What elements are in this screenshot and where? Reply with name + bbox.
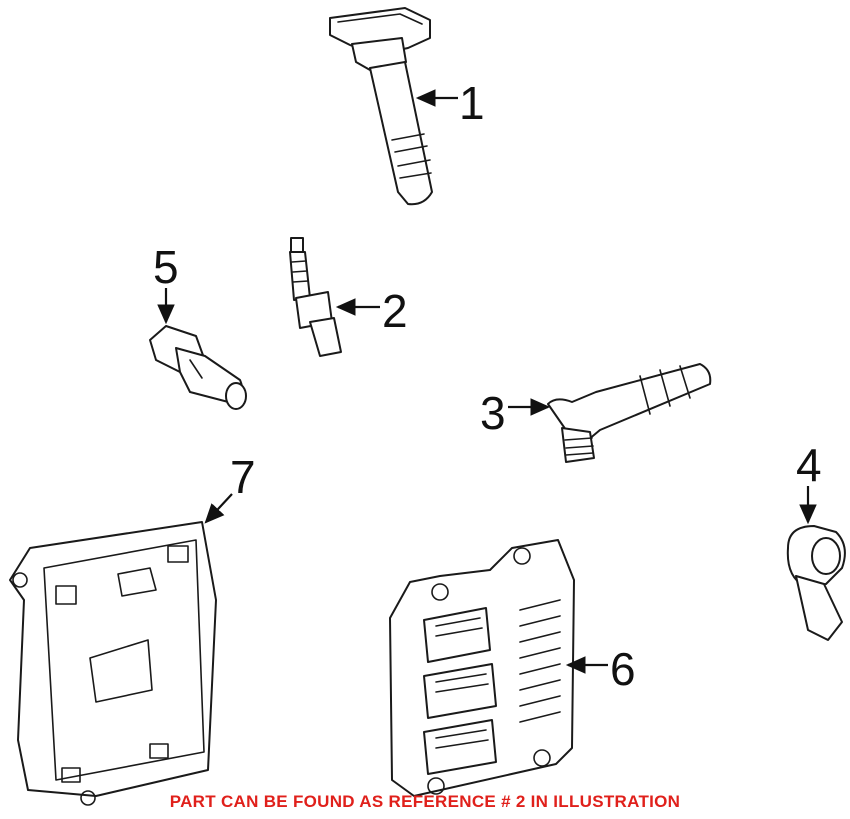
arrow-7 (206, 494, 232, 522)
callout-1: 1 (459, 80, 485, 126)
ignition-coil-part (330, 8, 432, 204)
ignition-coil-part-3 (548, 364, 710, 462)
callout-4: 4 (796, 442, 822, 488)
spark-plug-part (290, 238, 341, 356)
sensor-part-5 (150, 326, 246, 409)
reference-note: PART CAN BE FOUND AS REFERENCE # 2 IN IL… (0, 792, 850, 812)
callout-5: 5 (153, 244, 179, 290)
knock-sensor-part (788, 526, 845, 640)
callout-7: 7 (230, 454, 256, 500)
callout-2: 2 (382, 288, 408, 334)
ecu-module-part (390, 540, 574, 796)
bracket-part (10, 522, 216, 805)
callout-3: 3 (480, 390, 506, 436)
callout-6: 6 (610, 646, 636, 692)
